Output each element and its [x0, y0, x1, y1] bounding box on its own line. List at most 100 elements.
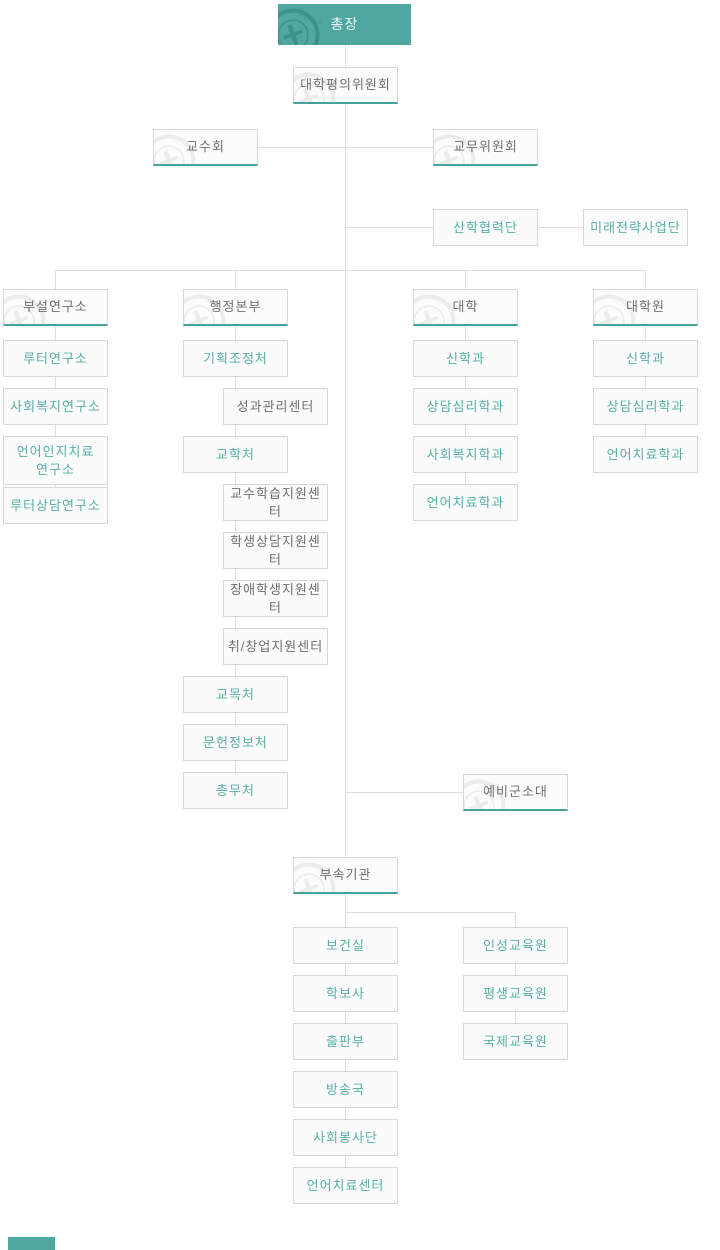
footer-accent-bar	[8, 1237, 55, 1250]
org-node-label: 인성교육원	[483, 937, 548, 953]
connector-line	[538, 227, 583, 228]
org-node-label: 신학과	[626, 350, 665, 366]
org-node-disabled-support-center: 장애학생지원센터	[223, 580, 328, 617]
org-node-label: 신학과	[446, 350, 485, 366]
org-node-iacf: 산학협력단	[433, 209, 538, 246]
org-node-college-speech-therapy: 언어치료학과	[413, 484, 518, 521]
org-node-label: 교무위원회	[453, 139, 518, 155]
svg-text:EO: EO	[153, 148, 157, 158]
org-node-label: 행정본부	[209, 299, 262, 315]
connector-line	[55, 270, 646, 271]
org-node-chaplain-office: 교목처	[183, 676, 288, 713]
org-node-luther-institute: 루터연구소	[3, 340, 108, 377]
org-node-label: 대학평의위원회	[300, 77, 391, 93]
org-node-social-welfare-institute: 사회복지연구소	[3, 388, 108, 425]
org-node-broadcasting: 방송국	[293, 1071, 398, 1108]
org-node-label: 언어치료학과	[606, 446, 685, 462]
org-node-library-office: 문헌정보처	[183, 724, 288, 761]
org-node-label: 장애학생지원센터	[230, 581, 321, 615]
org-node-label: 국제교육원	[483, 1033, 548, 1049]
org-node-speech-therapy-center: 언어치료센터	[293, 1167, 398, 1204]
org-node-health-office: 보건실	[293, 927, 398, 964]
org-node-grad-speech-therapy: 언어치료학과	[593, 436, 698, 473]
org-node-label: 보건실	[326, 937, 365, 953]
org-node-label: 산학협력단	[453, 219, 518, 235]
svg-text:EO: EO	[433, 148, 437, 158]
org-node-label: 총장	[330, 16, 359, 33]
org-node-student-counseling-center: 학생상담지원센터	[223, 532, 328, 569]
connector-line	[258, 147, 433, 148]
connector-line	[345, 792, 463, 793]
svg-text:EO: EO	[593, 308, 597, 318]
org-node-college-theology: 신학과	[413, 340, 518, 377]
connector-line	[515, 912, 516, 1024]
org-node-grad-counseling-psych: 상담심리학과	[593, 388, 698, 425]
org-node-label: 문헌정보처	[203, 734, 268, 750]
org-node-college-social-welfare: 사회복지학과	[413, 436, 518, 473]
org-node-label: 부속기관	[319, 867, 372, 883]
org-node-label: 사회복지연구소	[10, 398, 101, 414]
org-node-international-education: 국제교육원	[463, 1023, 568, 1060]
org-node-social-service: 사회봉사단	[293, 1119, 398, 1156]
svg-text:EO: EO	[3, 308, 7, 318]
org-node-lifelong-education: 평생교육원	[463, 975, 568, 1012]
org-node-label: 미래전략사업단	[590, 219, 681, 235]
org-node-label: 취/창업지원센터	[227, 638, 324, 654]
org-node-teaching-learning-center: 교수학습지원센터	[223, 484, 328, 521]
connector-line	[345, 227, 433, 228]
org-node-label: 언어치료센터	[306, 1177, 385, 1193]
org-node-label: 대학	[452, 299, 479, 315]
org-node-academic-office: 교학처	[183, 436, 288, 473]
org-node-newspaper: 학보사	[293, 975, 398, 1012]
org-node-label: 기획조정처	[203, 350, 268, 366]
org-node-label: 교목처	[216, 686, 255, 702]
org-node-label: 출판부	[326, 1033, 365, 1049]
org-node-performance-center: 성과관리센터	[223, 388, 328, 425]
connector-line	[465, 270, 466, 485]
org-node-label: 상담심리학과	[426, 398, 505, 414]
connector-line	[235, 270, 236, 773]
org-node-label: 성과관리센터	[236, 398, 315, 414]
org-node-label: 부설연구소	[23, 299, 88, 315]
org-node-label: 방송국	[326, 1081, 365, 1097]
org-node-luther-counseling-institute: 루터상담연구소	[3, 487, 108, 524]
svg-text:EO: EO	[278, 22, 281, 32]
connector-line	[345, 912, 516, 913]
svg-text:EO: EO	[463, 793, 467, 803]
org-node-general-affairs-office: 총무처	[183, 772, 288, 809]
org-node-character-education: 인성교육원	[463, 927, 568, 964]
org-node-label: 언어치료학과	[426, 494, 505, 510]
org-node-label: 상담심리학과	[606, 398, 685, 414]
svg-text:EO: EO	[293, 86, 297, 96]
connector-line	[55, 270, 56, 487]
org-node-future-strategy: 미래전략사업단	[583, 209, 688, 246]
org-node-startup-center: 취/창업지원센터	[223, 628, 328, 665]
org-node-label: 학생상담지원센터	[230, 533, 321, 567]
svg-text:EO: EO	[413, 308, 417, 318]
org-node-label: 대학원	[626, 299, 665, 315]
org-node-label: 루터상담연구소	[10, 497, 101, 513]
org-node-label: 학보사	[326, 985, 365, 1001]
org-node-label: 교수학습지원센터	[230, 485, 321, 519]
org-node-label: 평생교육원	[483, 985, 548, 1001]
